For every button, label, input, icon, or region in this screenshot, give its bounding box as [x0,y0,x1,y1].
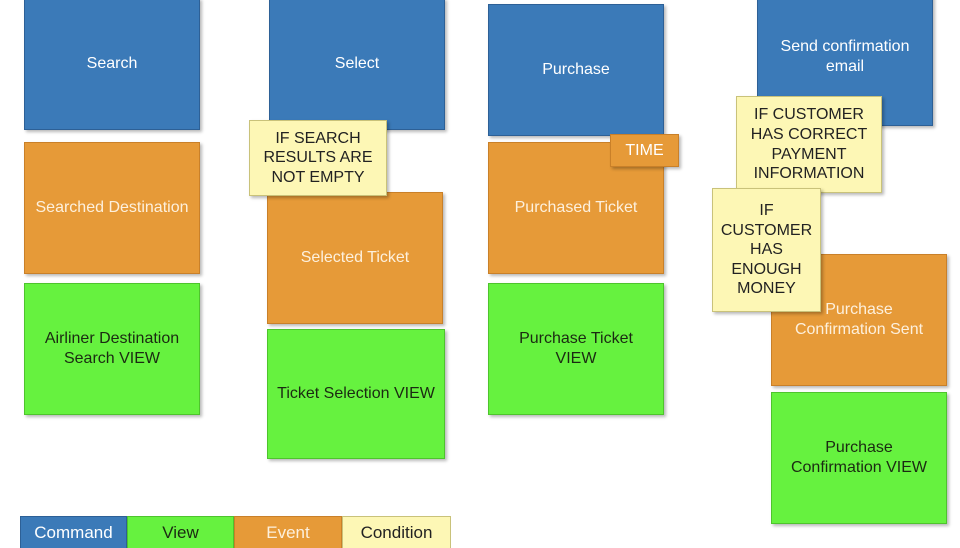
view-airliner-destination-search: Airliner Destination Search VIEW [24,283,200,415]
condition-customer-has-enough-money: IF CUSTOMER HAS ENOUGH MONEY [712,188,821,312]
view-purchase-ticket: Purchase Ticket VIEW [488,283,664,415]
command-purchase: Purchase [488,4,664,136]
legend-command: Command [20,516,127,548]
legend-condition: Condition [342,516,451,548]
event-searched-destination: Searched Destination [24,142,200,274]
event-selected-ticket: Selected Ticket [267,192,443,324]
condition-search-results-not-empty: IF SEARCH RESULTS ARE NOT EMPTY [249,120,387,196]
command-search: Search [24,0,200,130]
view-ticket-selection: Ticket Selection VIEW [267,329,445,459]
condition-customer-has-correct-payment-information: IF CUSTOMER HAS CORRECT PAYMENT INFORMAT… [736,96,882,193]
view-purchase-confirmation: Purchase Confirmation VIEW [771,392,947,524]
event-time: TIME [610,134,679,167]
legend: Command View Event Condition [20,516,451,548]
legend-view: View [127,516,234,548]
legend-event: Event [234,516,342,548]
command-select: Select [269,0,445,130]
